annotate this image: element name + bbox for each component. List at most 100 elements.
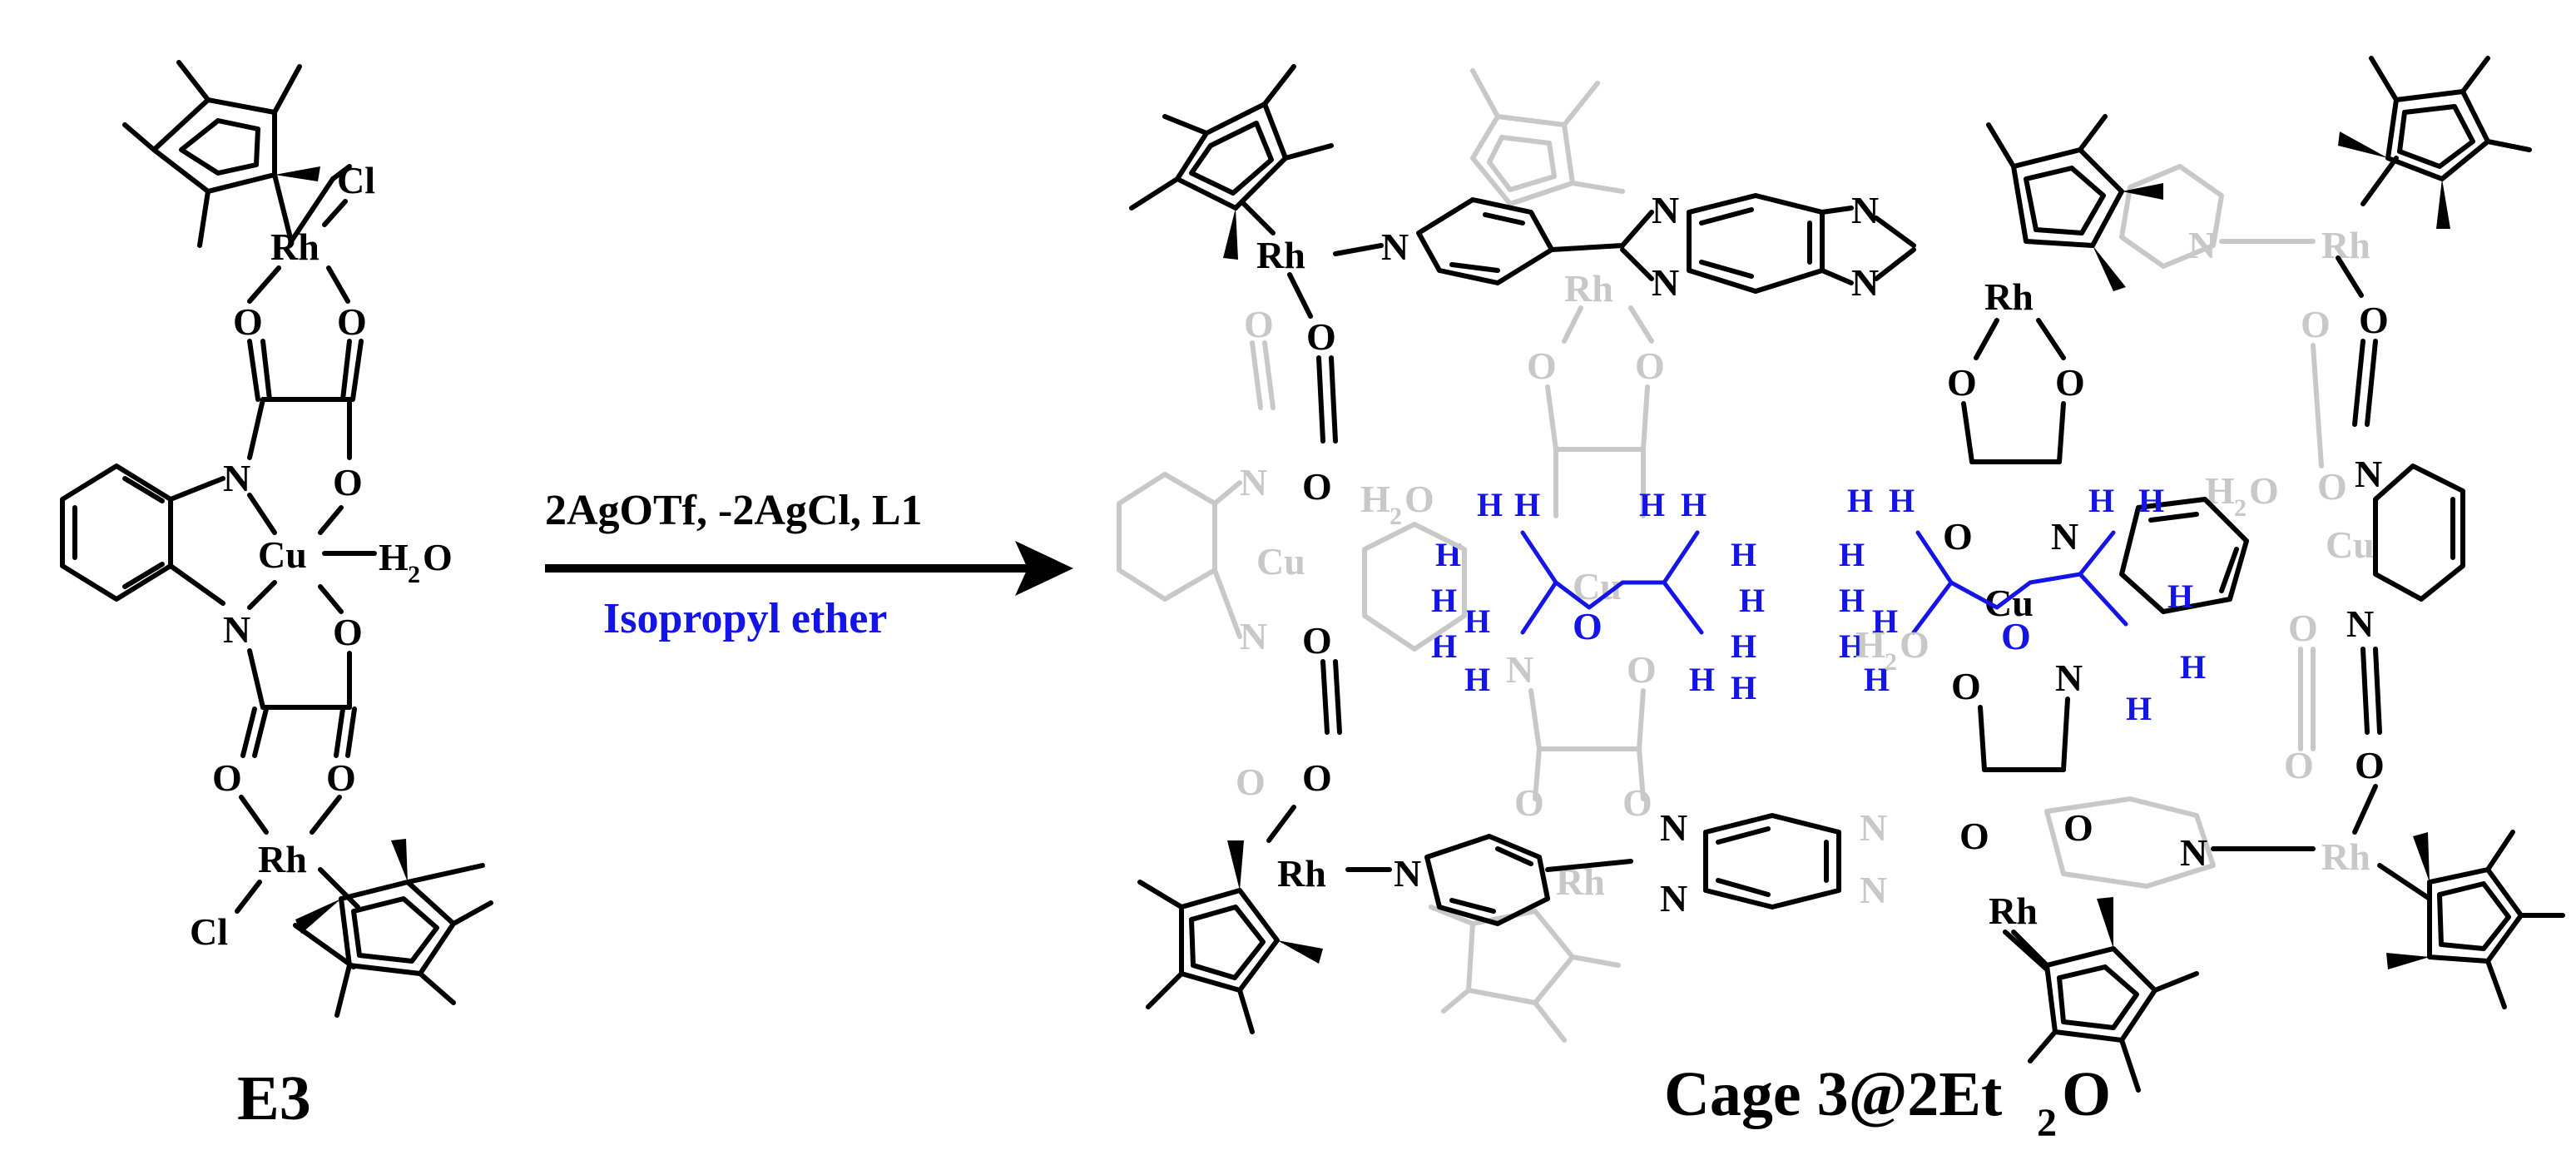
svg-text:O: O xyxy=(1306,315,1336,358)
svg-text:O: O xyxy=(1302,619,1332,662)
svg-text:N: N xyxy=(1860,869,1887,911)
o-bottom-2: O xyxy=(326,756,356,799)
svg-text:H: H xyxy=(1839,582,1865,619)
svg-text:H: H xyxy=(2180,648,2206,686)
water-ligand-reactant: H 2 O xyxy=(379,536,453,588)
n-pyridine-top-left: N xyxy=(1381,226,1409,268)
svg-text:O: O xyxy=(1947,361,1977,404)
svg-text:H: H xyxy=(2138,482,2164,519)
rh-top-atom: Rh xyxy=(270,226,320,268)
svg-text:O: O xyxy=(1514,781,1544,824)
svg-text:H: H xyxy=(379,536,409,578)
svg-text:2: 2 xyxy=(2037,1101,2057,1145)
guest-ether-left: O H H H H H H H H H H H H H H H 2 O xyxy=(1360,478,1765,706)
svg-text:H: H xyxy=(1731,627,1756,665)
svg-text:N: N xyxy=(1660,877,1687,920)
svg-text:H: H xyxy=(1731,536,1756,573)
svg-text:O: O xyxy=(1951,665,1981,707)
water-ligand-center-right: H 2 O xyxy=(1855,623,1930,676)
svg-text:H: H xyxy=(1681,486,1707,523)
cl-top-atom: Cl xyxy=(337,159,375,201)
svg-text:O: O xyxy=(1404,478,1434,520)
svg-text:N: N xyxy=(2055,657,2083,699)
svg-text:Rh: Rh xyxy=(2321,835,2370,878)
phenylene-ring xyxy=(60,464,225,606)
svg-text:H: H xyxy=(1872,602,1898,640)
top-cp-star-ligand xyxy=(122,60,352,248)
svg-text:O: O xyxy=(1573,605,1603,647)
svg-text:H: H xyxy=(1855,623,1885,666)
svg-text:2: 2 xyxy=(2234,494,2247,522)
svg-text:Rh: Rh xyxy=(2321,224,2370,266)
svg-text:H: H xyxy=(1464,602,1490,640)
rh-front-bottom-right: Rh xyxy=(1989,890,2038,932)
svg-text:N: N xyxy=(1652,261,1679,304)
svg-text:H: H xyxy=(1360,478,1390,520)
svg-text:H: H xyxy=(1864,661,1890,698)
svg-text:N: N xyxy=(1240,461,1267,503)
svg-text:H: H xyxy=(1639,486,1665,523)
svg-text:O: O xyxy=(1302,465,1332,508)
svg-text:Rh: Rh xyxy=(1564,267,1613,310)
svg-text:2: 2 xyxy=(1885,648,1897,676)
reagents-label: 2AgOTf, -2AgCl, L1 xyxy=(545,487,923,534)
svg-text:O: O xyxy=(2063,806,2093,849)
svg-text:O: O xyxy=(423,536,453,578)
reactant-e3: Rh Cl O O N O Cu H xyxy=(60,60,493,1133)
svg-text:O: O xyxy=(1622,781,1652,824)
svg-text:H: H xyxy=(1889,482,1915,519)
svg-text:O: O xyxy=(2301,303,2331,345)
svg-text:H: H xyxy=(2167,578,2193,615)
svg-text:O: O xyxy=(2359,299,2389,341)
svg-text:Cu: Cu xyxy=(2326,523,2375,566)
rh-front-bottom-left: Rh xyxy=(1277,852,1326,895)
svg-text:O: O xyxy=(1236,761,1266,803)
svg-text:N: N xyxy=(1851,261,1879,304)
svg-text:H: H xyxy=(1514,486,1540,523)
svg-text:O: O xyxy=(1900,623,1930,666)
cu-atom: Cu xyxy=(258,533,307,576)
o-bottom-1: O xyxy=(212,756,242,799)
svg-text:H: H xyxy=(1689,661,1715,698)
svg-text:H: H xyxy=(1739,582,1765,619)
svg-text:O: O xyxy=(1635,345,1665,387)
svg-text:H: H xyxy=(2088,482,2114,519)
svg-text:Cu: Cu xyxy=(1256,540,1305,582)
svg-text:N: N xyxy=(1240,615,1267,657)
water-ligand-left: H 2 O xyxy=(1360,478,1434,530)
reaction-arrow: 2AgOTf, -2AgCl, L1 Isopropyl ether xyxy=(545,487,1073,642)
svg-text:N: N xyxy=(1860,806,1887,849)
o-bottom-3: O xyxy=(333,611,363,653)
svg-text:H: H xyxy=(1839,627,1865,665)
svg-text:H: H xyxy=(1731,669,1756,706)
product-cage: Rh O O Cu N O O O Rh xyxy=(1117,56,2565,1145)
svg-text:H: H xyxy=(2126,690,2152,727)
o-top-1: O xyxy=(233,300,263,343)
bottom-bis-imidazole-linker: N N N N xyxy=(1660,806,1887,920)
reactant-label: E3 xyxy=(237,1063,311,1133)
n-top: N xyxy=(223,457,250,499)
svg-text:O: O xyxy=(1302,756,1332,799)
svg-text:N: N xyxy=(2188,224,2216,266)
svg-text:2: 2 xyxy=(1390,503,1402,530)
svg-text:N: N xyxy=(1660,806,1687,849)
svg-text:O: O xyxy=(1959,815,1989,857)
svg-text:H: H xyxy=(1431,582,1457,619)
svg-text:N: N xyxy=(2355,453,2382,495)
svg-text:N: N xyxy=(2180,831,2207,874)
svg-text:O: O xyxy=(2062,1059,2111,1129)
svg-text:N: N xyxy=(1851,189,1879,231)
svg-text:O: O xyxy=(1527,345,1557,387)
bottom-cp-star-ligand xyxy=(293,839,493,1018)
svg-text:H: H xyxy=(1847,482,1873,519)
svg-text:O: O xyxy=(1627,648,1657,691)
cl-bottom-atom: Cl xyxy=(190,910,228,953)
rh-front-top-left: Rh xyxy=(1256,234,1305,276)
svg-text:N: N xyxy=(2051,515,2078,558)
svg-text:N: N xyxy=(1506,648,1533,691)
svg-text:O: O xyxy=(2288,607,2318,649)
svg-text:Cage 3@2Et: Cage 3@2Et xyxy=(1664,1059,2002,1129)
svg-text:O: O xyxy=(2355,744,2385,786)
svg-text:H: H xyxy=(1839,536,1865,573)
